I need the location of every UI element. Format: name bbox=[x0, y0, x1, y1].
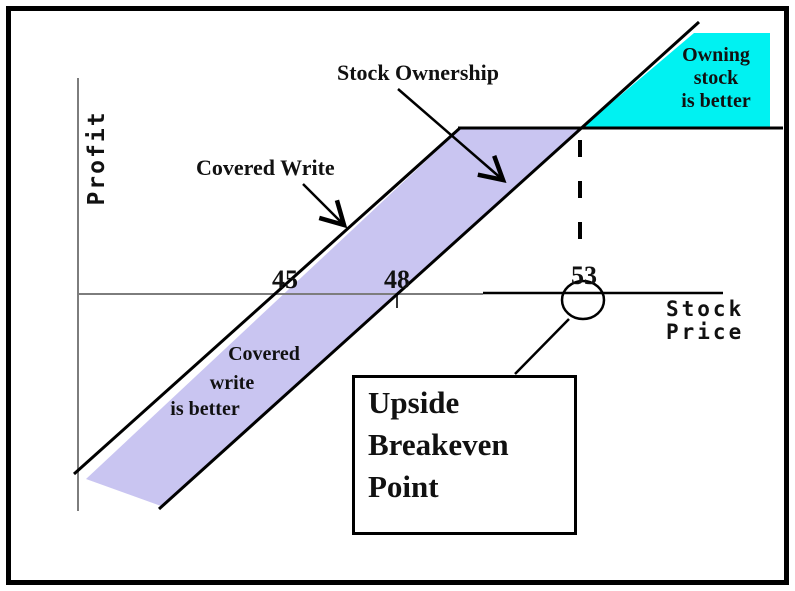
covered-write-line bbox=[72, 126, 462, 476]
owning-label-line2: stock bbox=[693, 67, 739, 89]
owning-label-line3: is better bbox=[681, 90, 751, 112]
stock-ownership-line bbox=[157, 20, 701, 511]
outer-border-frame bbox=[6, 6, 789, 585]
covered-better-label-line1: Covered bbox=[228, 343, 300, 365]
stock-ownership-label: Stock Ownership bbox=[337, 60, 499, 85]
owning-stock-better-region bbox=[583, 33, 770, 127]
covered-better-label-line2: write bbox=[209, 372, 255, 394]
x-axis-label-line1: Stock bbox=[666, 297, 745, 321]
stock-ownership-arrow bbox=[397, 88, 507, 184]
covered-write-better-band bbox=[86, 129, 581, 506]
covered-better-label-line3: is better bbox=[170, 398, 240, 420]
x-tick-48: 48 bbox=[384, 265, 410, 294]
x-tick-53: 53 bbox=[571, 261, 597, 290]
breakeven-circle-marker bbox=[560, 279, 606, 321]
owning-stock-better-label: Owning stock is better bbox=[655, 44, 777, 113]
x-tick-45: 45 bbox=[272, 265, 298, 294]
covered-write-arrow bbox=[302, 183, 348, 229]
callout-connector-line bbox=[514, 318, 570, 375]
owning-label-line1: Owning bbox=[682, 44, 750, 66]
covered-write-label: Covered Write bbox=[196, 155, 335, 180]
callout-line3: Point bbox=[368, 469, 439, 504]
callout-line1: Upside bbox=[368, 385, 460, 420]
upside-breakeven-callout-box: Upside Breakeven Point bbox=[352, 375, 577, 535]
x-axis-label: Stock Price bbox=[666, 298, 744, 344]
x-axis-label-line2: Price bbox=[666, 320, 745, 344]
callout-line2: Breakeven bbox=[368, 427, 509, 462]
